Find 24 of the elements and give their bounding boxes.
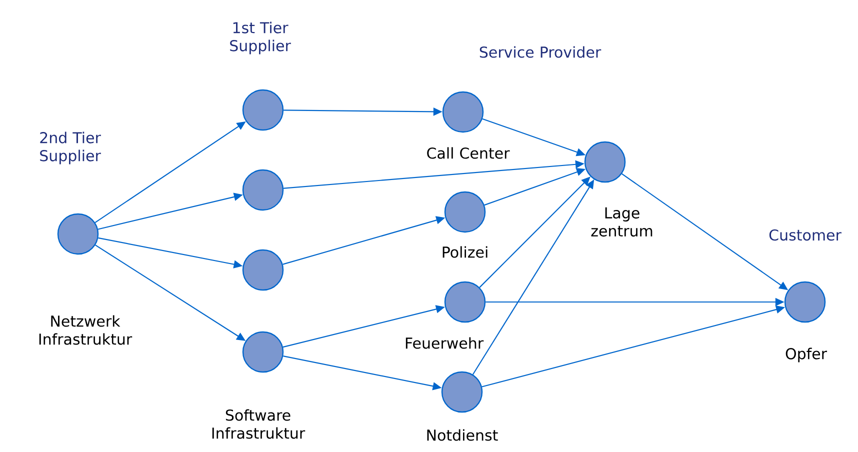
circle-node [242,89,284,131]
column-heading: 2nd Tier Supplier [40,132,101,164]
node-label: Call Center [427,147,510,159]
node-label: Software Infrastruktur [212,409,306,439]
column-heading: Customer [769,229,842,241]
arrow [479,176,590,288]
node-label: Polizei [442,246,488,258]
node-label: Netzwerk Infrastruktur [39,315,132,345]
circle-node [242,331,284,373]
node-label: Feuerwehr [406,337,484,349]
node-label: Opfer [786,348,827,362]
circle-node [441,371,483,413]
circle-node [242,249,284,291]
circle-node [584,141,626,183]
circle-node [784,281,826,323]
node-label: Notdienst [427,429,498,441]
circle-node [444,281,486,323]
circle-node [242,169,284,211]
circle-node [444,191,486,233]
circle-node [442,91,484,133]
node-label: Lage zentrum [591,207,652,237]
column-heading: 1st Tier Supplier [230,22,291,54]
circle-node [57,213,99,255]
column-heading: Service Provider [480,46,602,58]
